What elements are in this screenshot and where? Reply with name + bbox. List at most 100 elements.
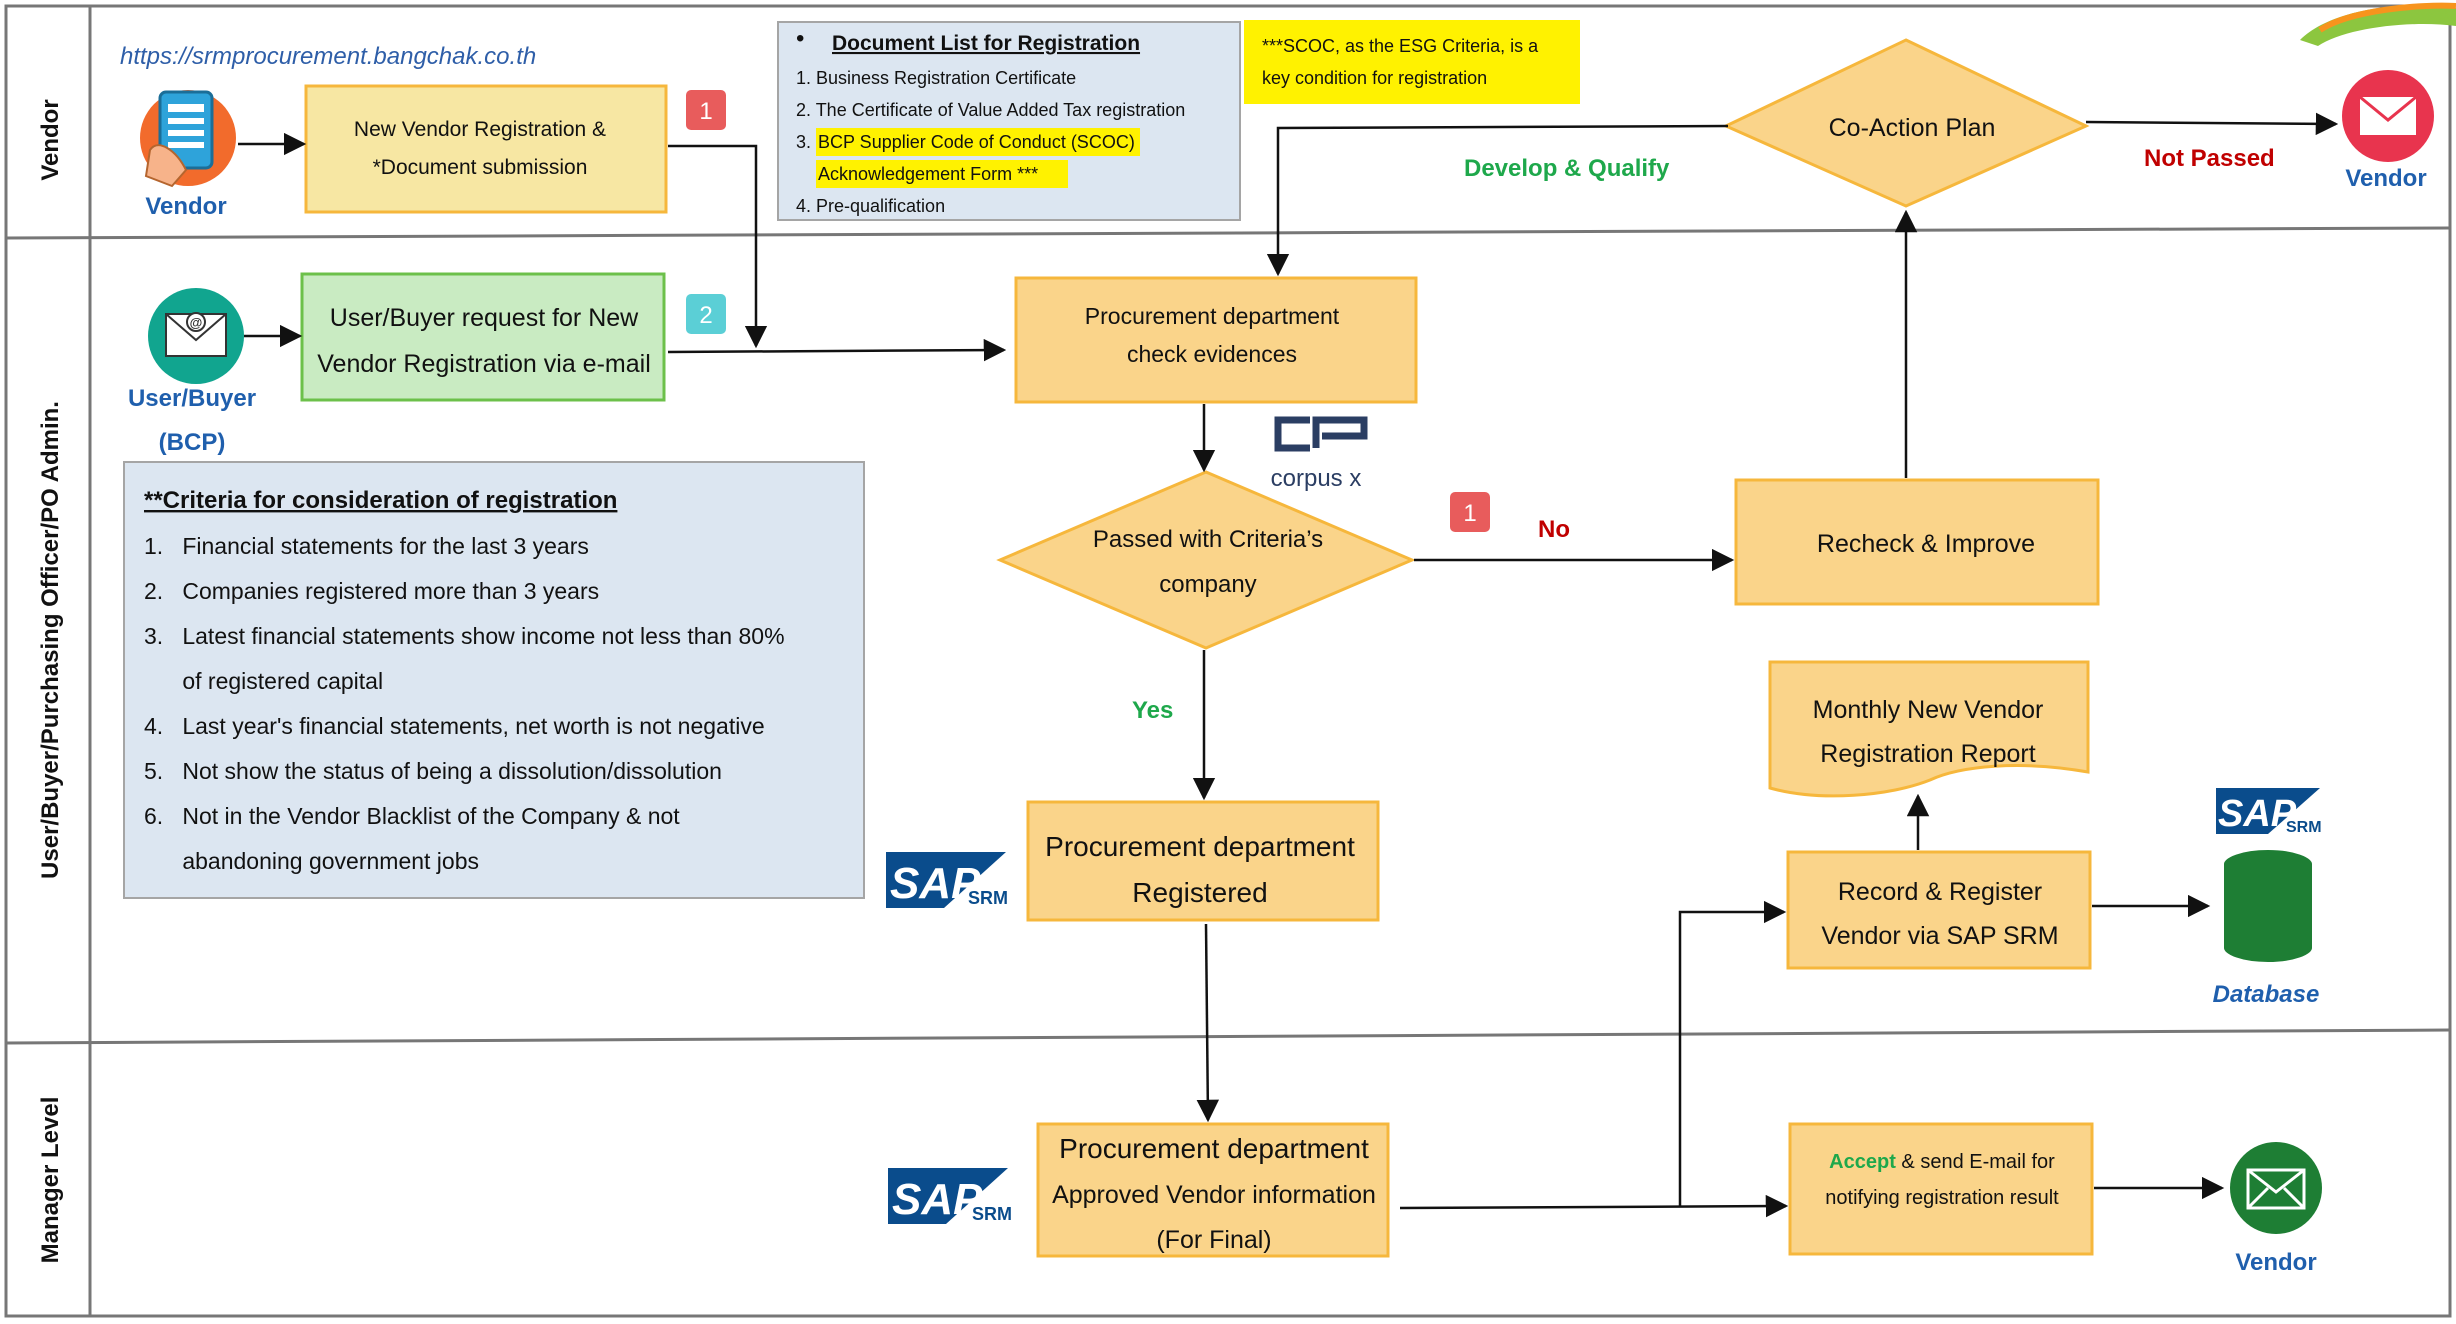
svg-text:SRM: SRM xyxy=(2286,819,2322,836)
svg-text:1: 1 xyxy=(1463,500,1476,527)
criteria-line-6: 5. Not show the status of being a dissol… xyxy=(144,758,722,784)
decision-passed-line1: Passed with Criteria’s xyxy=(1093,526,1323,553)
step-accept-send-email[interactable] xyxy=(1788,1122,2094,1256)
edge-label-yes: Yes xyxy=(1132,697,1173,724)
step-procurement-approved[interactable] xyxy=(1036,1122,1390,1258)
step-procurement-registered[interactable] xyxy=(1026,800,1380,922)
step-registered-line1: Procurement department xyxy=(1045,831,1355,862)
database-label: Database xyxy=(2213,981,2320,1008)
edge-label-develop-qualify: Develop & Qualify xyxy=(1464,155,1670,182)
arrow-coaction-to-check xyxy=(1266,124,1729,277)
svg-text:SAP: SAP xyxy=(890,859,981,908)
user-buyer-email-icon: @ xyxy=(148,288,244,384)
step-record-register[interactable] xyxy=(1786,850,2092,970)
arrow-request-to-check xyxy=(667,338,1007,362)
step-user-buyer-request[interactable] xyxy=(300,272,666,402)
accept-word: Accept xyxy=(1829,1151,1896,1173)
step-approved-line1: Procurement department xyxy=(1059,1133,1369,1164)
sap-srm-logo-registered: SAP SRM xyxy=(886,852,1008,908)
edge-label-no: No xyxy=(1538,516,1570,543)
database-icon xyxy=(2220,846,2316,966)
criteria-line-3: 3. Latest financial statements show inco… xyxy=(144,623,785,649)
badge-step-1-no: 1 xyxy=(1450,492,1490,532)
document-list-item-3-line1: BCP Supplier Code of Conduct (SCOC) xyxy=(818,132,1135,152)
svg-text:SAP: SAP xyxy=(2218,793,2297,835)
svg-text:corpus x: corpus x xyxy=(1271,465,1362,492)
criteria-title: **Criteria for consideration of registra… xyxy=(144,487,617,514)
step-user-request-line1: User/Buyer request for New xyxy=(330,304,639,332)
co-action-label: Co-Action Plan xyxy=(1829,114,1996,142)
step-user-request-line2: Vendor Registration via e-mail xyxy=(317,350,651,378)
scoc-highlight-1 xyxy=(816,128,1140,156)
accept-line1: Accept & send E-mail for xyxy=(1829,1151,2055,1173)
report-line1: Monthly New Vendor xyxy=(1813,696,2044,724)
criteria-line-8: abandoning government jobs xyxy=(144,848,479,874)
step-record-line1: Record & Register xyxy=(1838,878,2042,906)
step-recheck-label: Recheck & Improve xyxy=(1817,530,2035,558)
arrow-registered-to-approved xyxy=(1196,923,1220,1123)
swimlane-frame xyxy=(4,4,2452,1318)
decision-passed-criteria[interactable] xyxy=(996,470,1416,650)
step-approved-line3: (For Final) xyxy=(1156,1226,1271,1254)
document-list-item-1: 1. Business Registration Certificate xyxy=(796,68,1076,88)
step-new-vendor-registration[interactable] xyxy=(304,84,668,214)
step-check-line2: check evidences xyxy=(1127,341,1297,367)
document-list-item-4: 4. Pre-qualification xyxy=(796,196,945,216)
lane-label-manager: Manager Level xyxy=(37,1097,64,1264)
svg-text:SRM: SRM xyxy=(972,1204,1012,1224)
step-approved-line2: Approved Vendor information xyxy=(1052,1181,1376,1209)
decision-co-action-plan[interactable] xyxy=(1722,38,2090,208)
step-recheck-improve[interactable] xyxy=(1734,478,2100,606)
accept-line2: notifying registration result xyxy=(1825,1187,2059,1209)
vendor-actor-label-bottom: Vendor xyxy=(2235,1249,2316,1276)
decision-passed-line2: company xyxy=(1159,571,1256,598)
document-monthly-report[interactable] xyxy=(1768,660,2090,798)
vendor-mail-green-icon xyxy=(2230,1142,2322,1234)
sap-srm-logo-approved: SAP SRM xyxy=(888,1168,1012,1224)
step-new-vendor-line2: *Document submission xyxy=(373,156,588,179)
criteria-line-4: of registered capital xyxy=(144,668,383,694)
lane-label-vendor: Vendor xyxy=(37,99,64,180)
vendor-mail-red-icon xyxy=(2342,70,2434,162)
scoc-highlight-2 xyxy=(816,160,1068,188)
document-list-item-2: 2. The Certificate of Value Added Tax re… xyxy=(796,100,1185,120)
vendor-tablet-icon xyxy=(140,90,236,188)
svg-text:SRM: SRM xyxy=(968,888,1008,908)
criteria-panel xyxy=(123,461,865,899)
scoc-note-line2: key condition for registration xyxy=(1262,68,1487,88)
accept-rest: & send E-mail for xyxy=(1896,1151,2055,1173)
arrow-approved-to-record xyxy=(1678,900,1787,1206)
user-buyer-label-line2: (BCP) xyxy=(159,429,226,456)
vendor-actor-label-top: Vendor xyxy=(145,193,226,220)
arrow-approved-to-accept xyxy=(1399,1194,1789,1218)
scoc-note-line1: ***SCOC, as the ESG Criteria, is a xyxy=(1262,36,1539,56)
document-list-item-3-number: 3. xyxy=(796,132,811,152)
corner-logo xyxy=(2300,2,2456,46)
vendor-actor-label-right: Vendor xyxy=(2345,165,2426,192)
badge-step-2: 2 xyxy=(686,294,726,334)
arrow-coaction-to-vendor xyxy=(2085,112,2339,136)
document-list-title: Document List for Registration xyxy=(832,32,1140,55)
flow-arrows xyxy=(238,112,2339,1218)
svg-text:@: @ xyxy=(190,315,203,330)
user-buyer-label-line1: User/Buyer xyxy=(128,385,256,412)
svg-text:2: 2 xyxy=(699,302,712,329)
sap-srm-logo-database: SAP SRM xyxy=(2216,788,2322,836)
step-new-vendor-line1: New Vendor Registration & xyxy=(354,118,606,141)
badge-step-1-top: 1 xyxy=(686,90,726,130)
scoc-note xyxy=(1244,20,1580,104)
criteria-line-7: 6. Not in the Vendor Blacklist of the Co… xyxy=(144,803,680,829)
edge-label-not-passed: Not Passed xyxy=(2144,145,2275,172)
step-record-line2: Vendor via SAP SRM xyxy=(1821,922,2058,950)
criteria-line-2: 2. Companies registered more than 3 year… xyxy=(144,578,599,604)
corpus-x-logo: corpus x xyxy=(1271,416,1368,492)
step-check-evidences[interactable] xyxy=(1014,276,1418,404)
criteria-line-5: 4. Last year's financial statements, net… xyxy=(144,713,765,739)
report-line2: Registration Report xyxy=(1820,740,2035,768)
svg-text:SAP: SAP xyxy=(892,1175,983,1224)
step-check-line1: Procurement department xyxy=(1085,303,1340,329)
document-list-bullet: • xyxy=(796,25,804,52)
lane-label-user-buyer: User/Buyer/Purchasing Officer/PO Admin. xyxy=(37,401,64,879)
